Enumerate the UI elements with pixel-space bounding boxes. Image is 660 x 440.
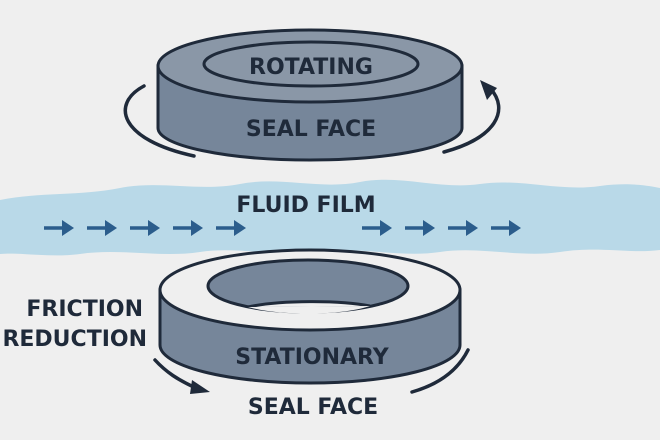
rotation-arrowhead-icon [480,80,497,100]
flow-arrow-icon [362,220,392,236]
flow-arrow-icon [448,220,478,236]
stationary-seal-face-label: SEAL FACE [248,395,378,420]
flow-arrows [44,220,521,236]
stationary-seal-face [158,248,462,385]
rotating-label: ROTATING [249,55,373,80]
fluid-film-label: FLUID FILM [236,193,375,218]
stationary-label: STATIONARY [235,345,390,370]
flow-arrow-icon [216,220,246,236]
rotating-seal-face-label: SEAL FACE [246,117,376,142]
flow-arrow-icon [130,220,160,236]
friction-arrowhead-icon [190,380,210,394]
friction-reduction-label-line1: FRICTION [26,297,143,322]
friction-reduction-label-line2: REDUCTION [2,327,147,352]
friction-arrow-right [410,348,470,394]
flow-arrow-icon [87,220,117,236]
flow-arrow-icon [44,220,74,236]
rotating-seal-face [156,28,464,162]
rotation-arrow-left [123,84,196,158]
flow-arrow-icon [491,220,521,236]
flow-arrow-icon [405,220,435,236]
fluid-film-band [0,179,660,256]
rotation-arrow-right [442,86,501,154]
flow-arrow-icon [173,220,203,236]
